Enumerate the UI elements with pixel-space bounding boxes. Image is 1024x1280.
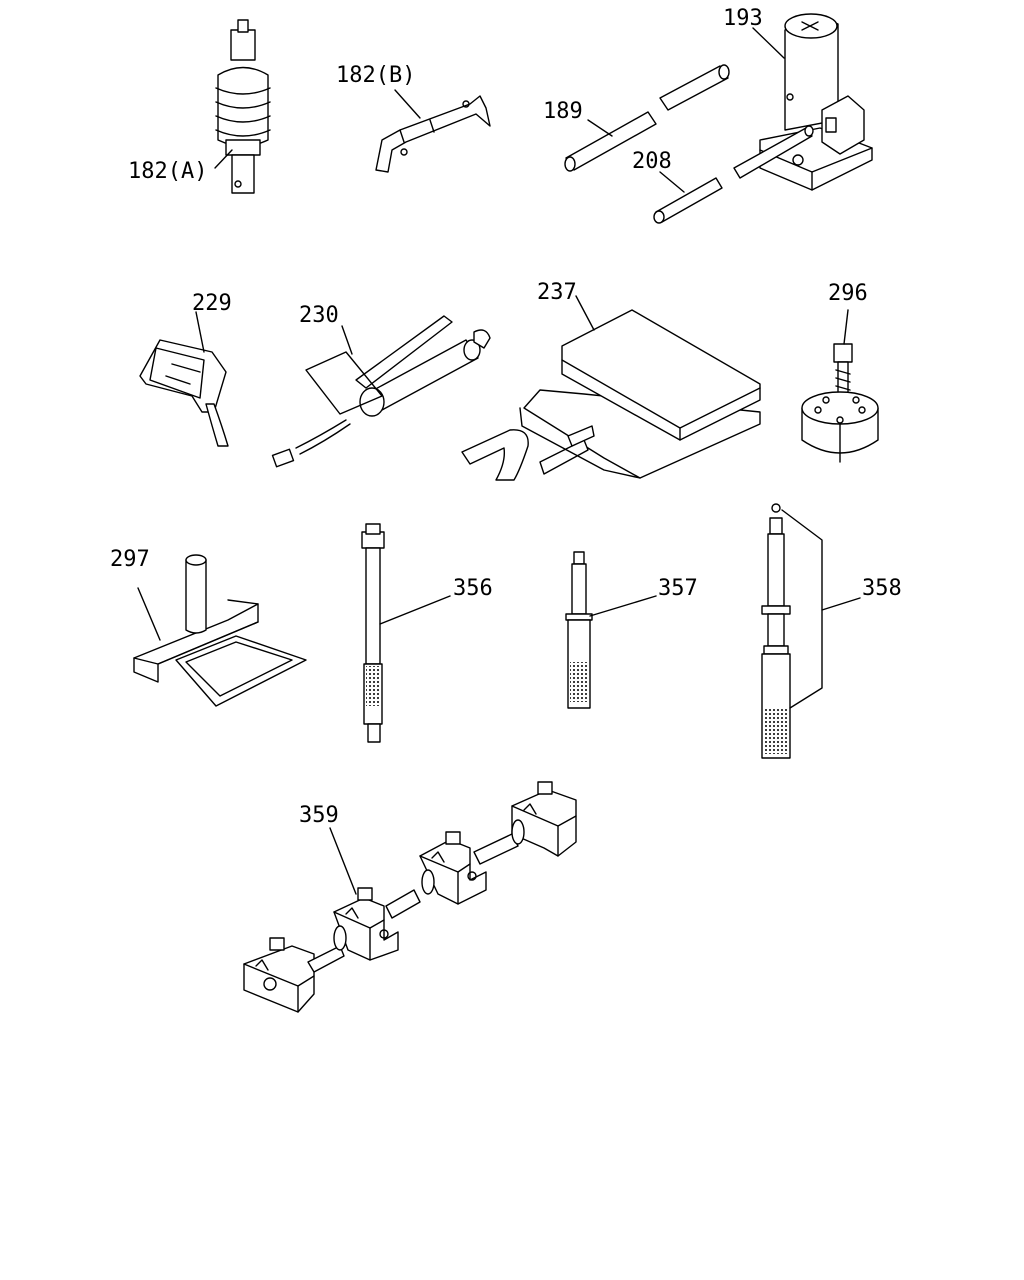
- part-296-drawing: [801, 309, 879, 463]
- part-208-drawing: [653, 171, 723, 224]
- part-193-label: 193: [723, 6, 763, 31]
- part-357-drawing: [565, 551, 657, 709]
- part-230-label: 230: [299, 303, 339, 328]
- part-356-drawing: [361, 523, 451, 743]
- part-182b-label: 182(B): [336, 63, 415, 88]
- part-229-drawing: [139, 311, 229, 447]
- part-189-drawing: [564, 64, 730, 172]
- part-189-label: 189: [543, 99, 583, 124]
- part-296-label: 296: [828, 281, 868, 306]
- part-356-label: 356: [453, 576, 493, 601]
- part-182a-drawing: [214, 19, 271, 194]
- part-230-drawing: [271, 315, 491, 468]
- part-297-drawing: [133, 554, 307, 707]
- part-359-label: 359: [299, 803, 339, 828]
- part-208-label: 208: [632, 149, 672, 174]
- part-237-drawing: [461, 295, 761, 481]
- part-357-label: 357: [658, 576, 698, 601]
- part-182a-label: 182(A): [128, 159, 207, 184]
- part-297-label: 297: [110, 547, 150, 572]
- part-182b-drawing: [375, 89, 491, 173]
- part-229-label: 229: [192, 291, 232, 316]
- part-358-drawing: [761, 503, 861, 759]
- part-193-drawing: [733, 13, 873, 191]
- part-359-drawing: [243, 781, 577, 1013]
- part-358-label: 358: [862, 576, 902, 601]
- part-237-label: 237: [537, 280, 577, 305]
